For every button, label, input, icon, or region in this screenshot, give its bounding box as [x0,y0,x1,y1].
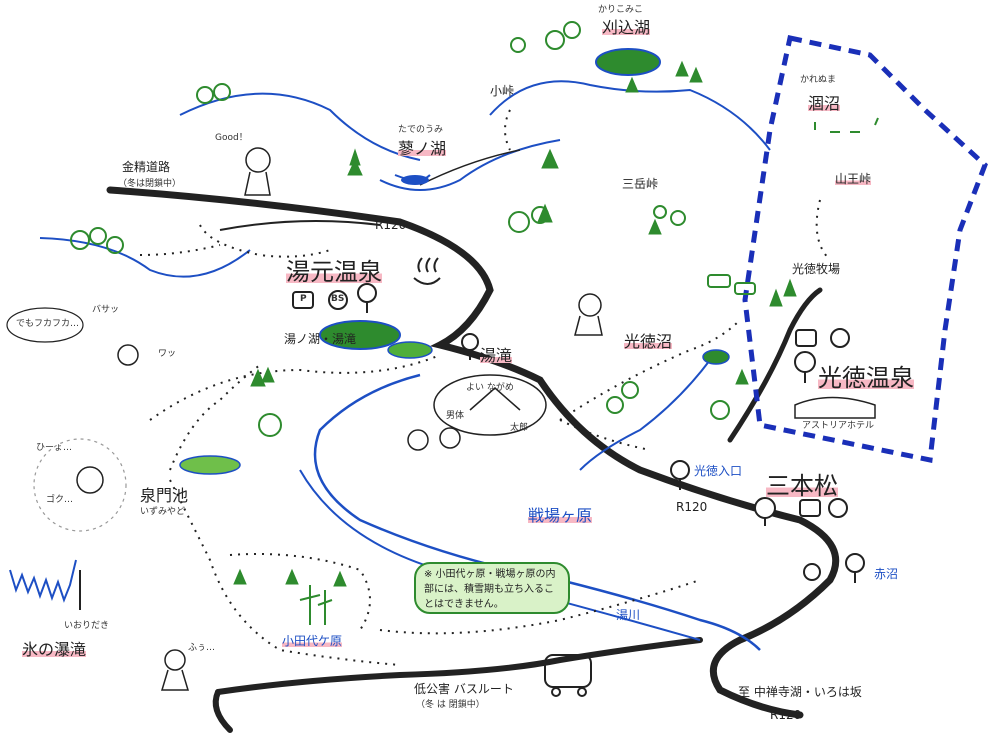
trail-9 [815,199,831,261]
label-to-chuzenji: 至 中禅寺湖・いろは坂 [738,685,862,699]
road-lower [215,637,703,695]
bubble-text-6: ふぅ… [188,643,216,653]
lake-yunoko [319,320,401,350]
river-yukawa [313,373,761,651]
bubble-text-2: バサッ [92,305,120,315]
facility-icons [292,290,850,581]
road-lower-end [212,689,233,733]
bubble-text-3: ワッ [158,349,177,359]
plants-karenuma [814,117,879,133]
pond-tadeno [401,175,429,185]
label-konsei-road: 金精道路 [122,160,171,174]
label-astoria-hotel: アストリアホテル [802,421,875,431]
outline-box-karenuma [742,35,988,463]
label-mitake-toge: 三岳峠 [622,177,659,191]
label-yudaki: 湯滝 [480,342,513,366]
trees [70,21,797,587]
bus-stop-icon: BS [331,294,345,304]
label-tadeno-umi: 蓼ノ湖 [398,135,447,159]
ridge-2 [489,80,771,151]
trail-7 [379,579,701,635]
mountain-tag-1: 男体 [446,411,465,421]
label-ice-waterfall: 氷の瀑滝 [22,636,87,660]
label-r120-2: R120 [676,500,708,514]
label-izumimon-ike: 泉門池 [140,486,189,505]
notice-box: ※ 小田代ヶ原・戦場ヶ原の内部には、積雪期も立ち入ることはできません。 [414,562,570,614]
label-karikomi-ko: 刈込湖 [602,14,651,38]
label-senjogahara: 戦場ヶ原 [528,502,593,526]
label-izumimon-reading: いずみやど [140,507,186,517]
label-kosho: 小峠 [490,84,515,98]
label-kotoku-bokujo: 光徳牧場 [792,262,841,276]
bubble-text-4: ひーょ… [36,443,73,453]
trail-3 [149,354,441,421]
pond-kotoku [702,349,730,365]
label-good: Good！ [215,133,248,143]
label-r120-1: R120 [375,218,407,232]
bubble-left-top [6,307,84,343]
label-bus-route-note: （冬 は 閉鎖中） [416,700,485,710]
label-sanno-toge: 山王峠 [835,170,872,187]
onsen-icon [413,257,441,285]
ice-waterfall [9,559,77,603]
label-r120-3: R120 [770,708,802,722]
mountain-tag-2: 太郎 [510,423,529,433]
label-bus-route: 低公害 バスルート [414,682,514,696]
cartoon-figures [76,147,603,691]
label-yunoko-yudaki: 湯ノ湖・湯滝 [284,332,357,346]
pond-izumimon [179,455,241,475]
bubble-text-5: ゴク… [46,495,74,505]
trail-2 [139,244,221,256]
lake-karikomi [595,48,661,76]
label-ice-waterfall-reading: いおりだき [64,621,110,631]
label-karikomi-reading: かりこみこ [598,5,644,15]
bubble-onsen [33,438,127,532]
label-yukawa: 湯川 [616,608,641,622]
label-odashirogahara: 小田代ケ原 [282,632,343,649]
ridge-4 [39,237,251,278]
trail-8 [559,319,741,421]
label-tadeno-reading: たでのうみ [398,125,444,135]
trail-6 [229,553,371,631]
label-akanuma: 赤沼 [874,567,899,581]
ridge-3 [379,139,561,191]
label-kotoku-numa: 光徳沼 [624,328,673,352]
ridge-6 [419,149,521,186]
bubble-text-1: でもフカフカ… [16,319,80,329]
trail-4 [169,364,261,471]
river-kotoku [579,359,711,471]
cows-icon [707,274,756,295]
bus-icon [544,654,592,697]
speech-view: よい ながめ [466,383,514,393]
label-sanbonmatsu: 三本松 [766,466,838,501]
parking-icon: P [300,294,307,304]
label-kotoku-onsen: 光徳温泉 [818,358,914,393]
label-yumoto-onsen: 湯元温泉 [286,252,382,287]
plants-odashiro [299,585,333,625]
hotel-sketch [794,396,876,419]
label-karenuma-reading: かれぬま [800,75,837,85]
trail-5 [169,479,401,666]
ridge-1 [179,92,421,161]
label-kotoku-iriguchi: 光徳入口 [694,464,743,478]
label-kare-numa: 涸沼 [808,90,841,114]
mountain-sketch [469,387,521,411]
label-konsei-note: （冬は閉鎖中） [118,179,182,189]
bus-stop-signs [357,283,865,583]
thought-bubble-view [433,374,547,436]
trail-10 [504,109,511,151]
trail-11 [559,419,651,451]
road-kotoku [727,287,823,443]
ridge-5 [219,220,381,231]
lake-yunoko-2 [387,341,433,359]
